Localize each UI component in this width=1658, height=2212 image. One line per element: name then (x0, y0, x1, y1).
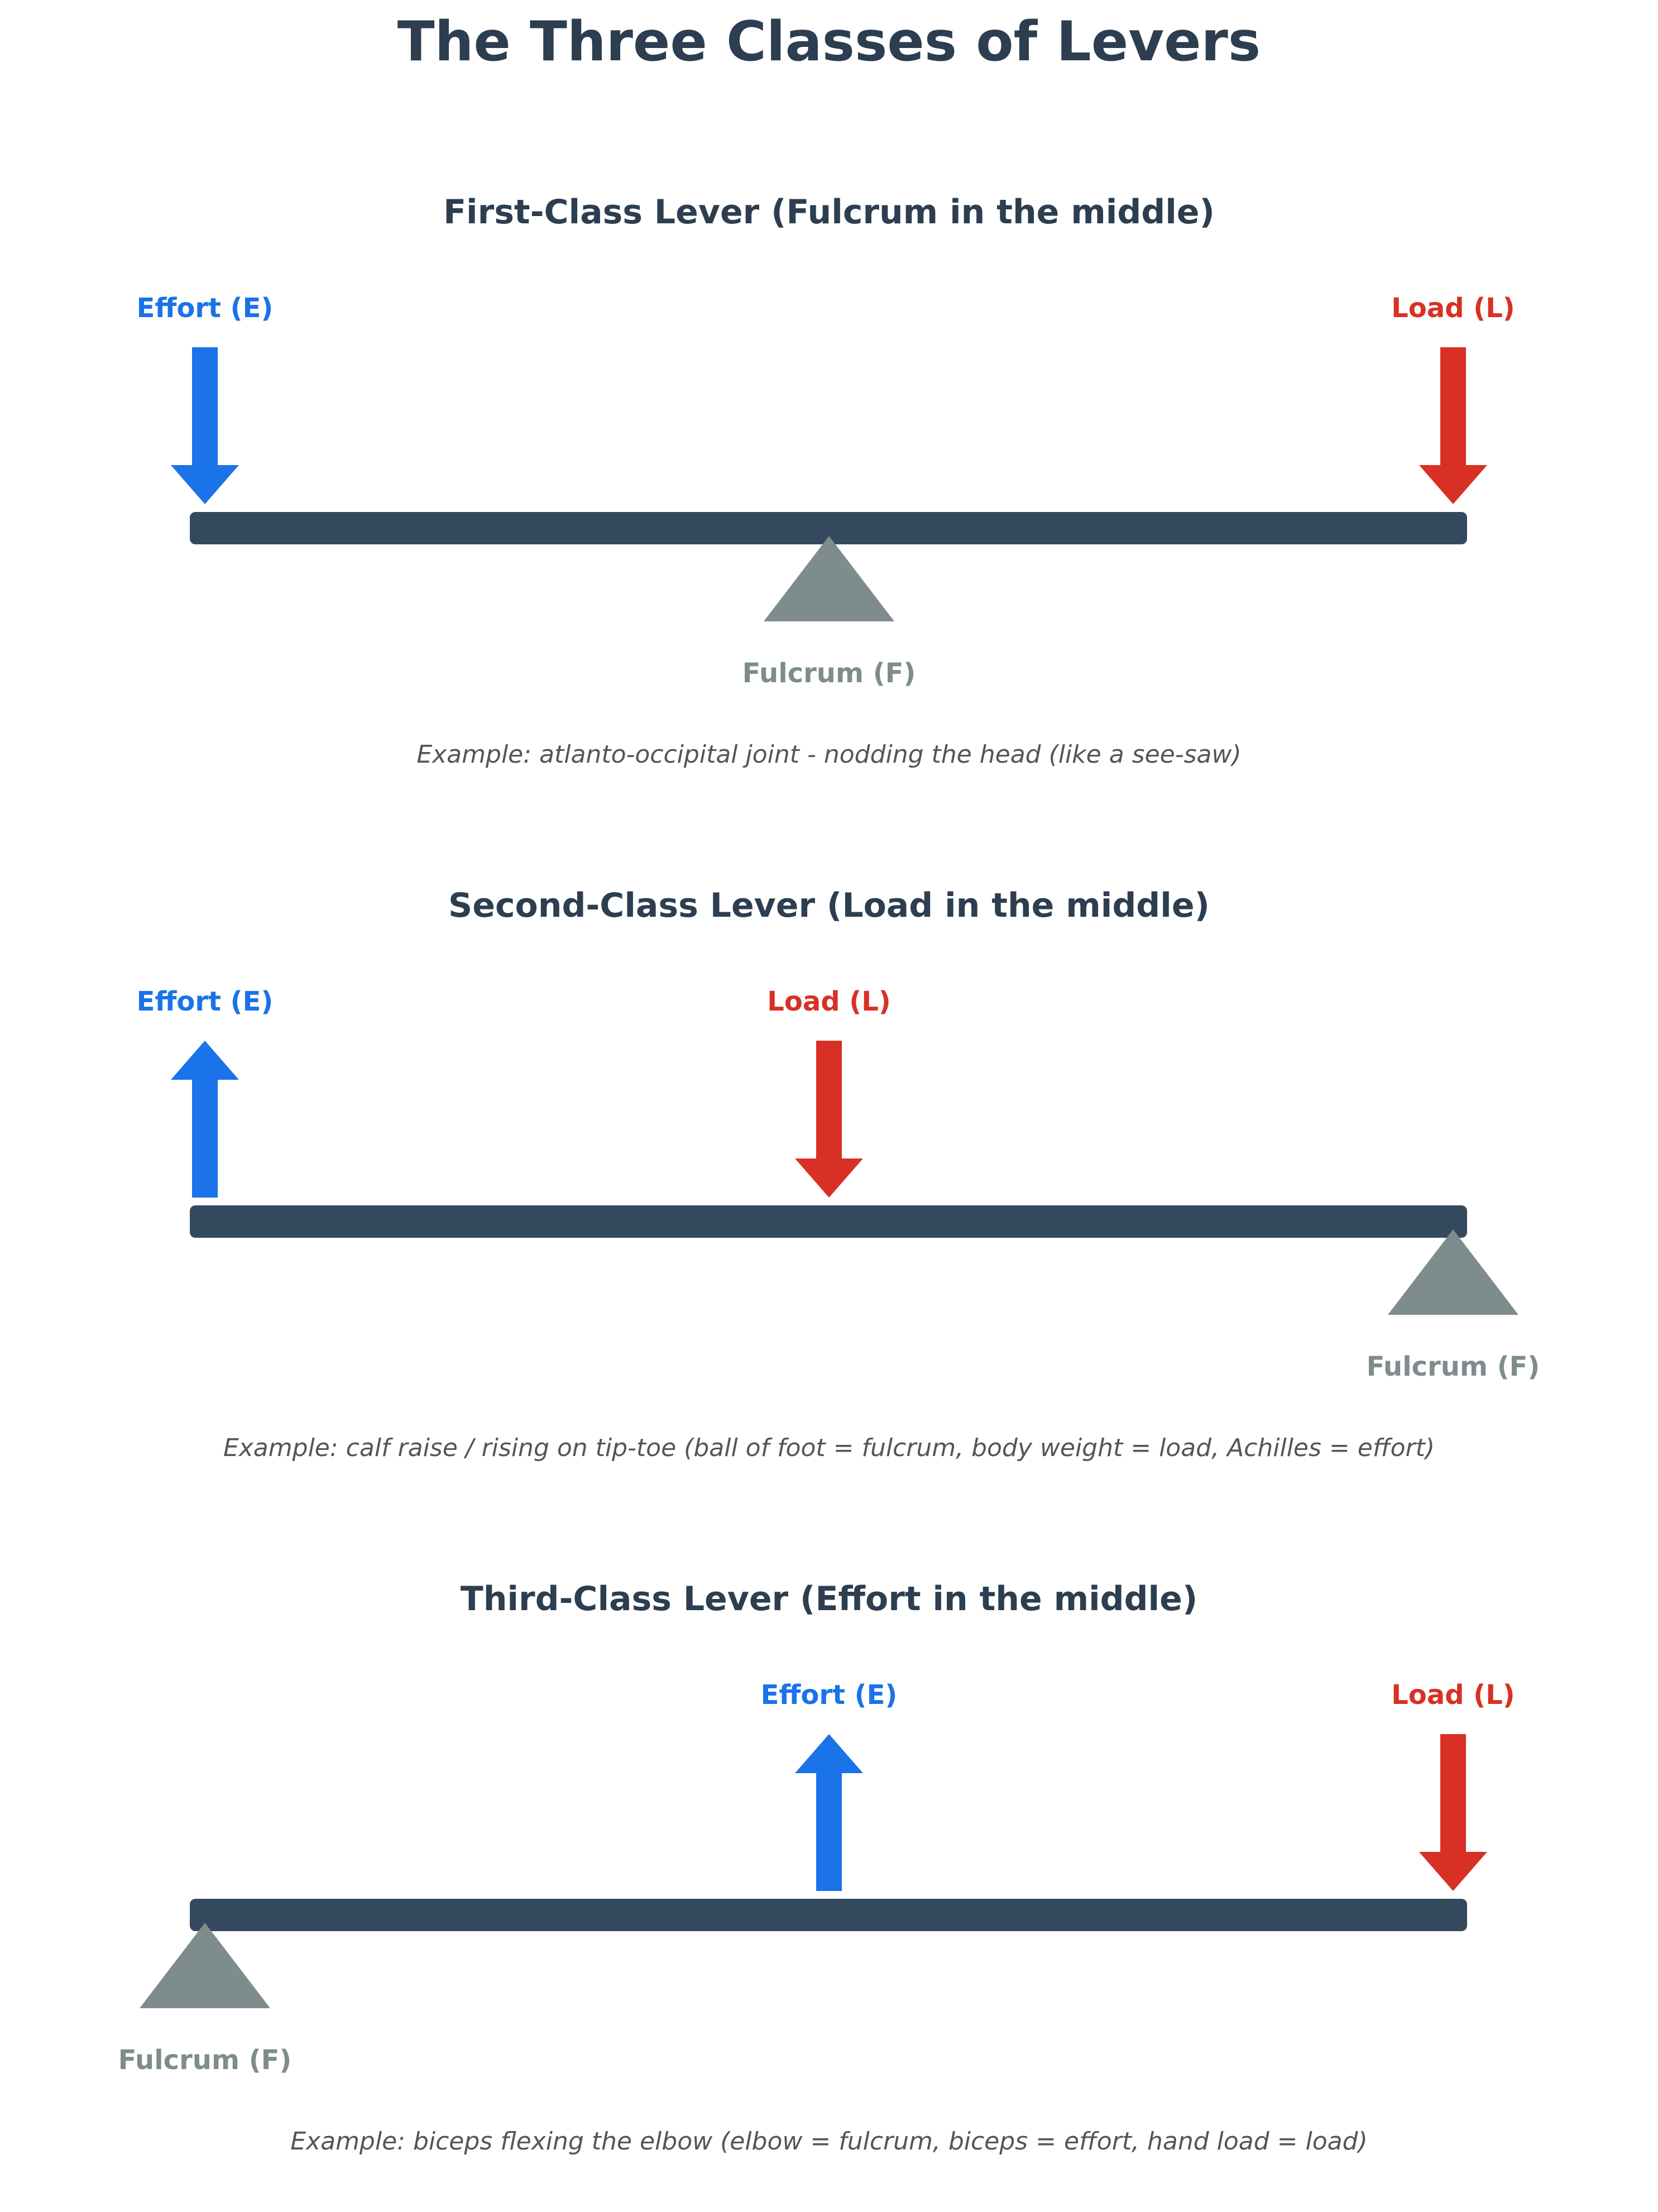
lever-beam (190, 512, 1467, 544)
lever-beam (190, 1205, 1467, 1238)
effort-label: Effort (E) (137, 293, 274, 324)
lever-panels: First-Class Lever (Fulcrum in the middle… (118, 193, 1540, 2156)
example-caption: Example: biceps flexing the elbow (elbow… (290, 2127, 1367, 2156)
example-caption: Example: atlanto-occipital joint - noddi… (416, 740, 1241, 769)
fulcrum-label: Fulcrum (F) (1367, 1351, 1540, 1382)
load-arrow (1419, 347, 1487, 504)
example-caption: Example: calf raise / rising on tip-toe … (223, 1434, 1435, 1462)
fulcrum-label: Fulcrum (F) (742, 658, 916, 689)
load-label: Load (L) (1391, 1679, 1515, 1711)
effort-arrow (171, 347, 239, 504)
fulcrum-triangle (764, 536, 894, 621)
load-arrow (1419, 1734, 1487, 1891)
load-arrow (795, 1041, 863, 1198)
effort-arrow (795, 1734, 863, 1891)
fulcrum-label: Fulcrum (F) (118, 2045, 292, 2076)
effort-label: Effort (E) (137, 986, 274, 1017)
lever-beam (190, 1899, 1467, 1931)
panel-title: Third-Class Lever (Effort in the middle) (461, 1579, 1197, 1619)
lever-panel: Third-Class Lever (Effort in the middle)… (118, 1579, 1515, 2156)
fulcrum-triangle (1388, 1229, 1518, 1315)
main-title: The Three Classes of Levers (397, 10, 1261, 74)
load-label: Load (L) (1391, 293, 1515, 324)
lever-panel: Second-Class Lever (Load in the middle) F… (137, 886, 1540, 1462)
effort-arrow (171, 1041, 239, 1198)
effort-label: Effort (E) (761, 1679, 898, 1711)
load-label: Load (L) (767, 986, 890, 1017)
panel-title: First-Class Lever (Fulcrum in the middle… (443, 193, 1215, 232)
fulcrum-triangle (140, 1923, 270, 2008)
panel-title: Second-Class Lever (Load in the middle) (448, 886, 1210, 925)
lever-panel: First-Class Lever (Fulcrum in the middle… (137, 193, 1515, 769)
